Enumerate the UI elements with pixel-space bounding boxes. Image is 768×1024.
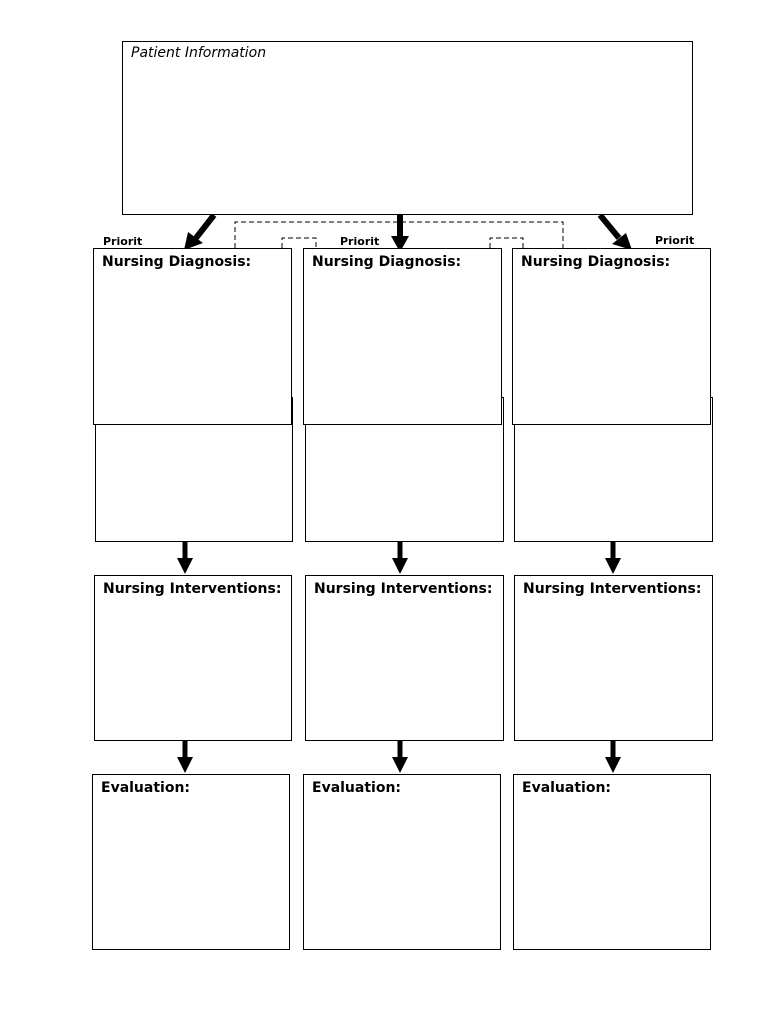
evaluation-box[interactable]: Evaluation: — [513, 774, 711, 950]
nursing-diagnosis-box[interactable]: Nursing Diagnosis: — [93, 248, 292, 425]
nursing-interventions-label: Nursing Interventions: — [103, 581, 282, 597]
evaluation-label: Evaluation: — [312, 780, 402, 796]
evaluation-box[interactable]: Evaluation: — [303, 774, 501, 950]
evaluation-label: Evaluation: — [522, 780, 612, 796]
evaluation-box[interactable]: Evaluation: — [92, 774, 290, 950]
arrow-right — [597, 213, 632, 250]
priority-label-right: Priorit — [655, 234, 695, 247]
dashed-connector — [234, 221, 564, 248]
arrow-down — [177, 542, 193, 574]
nursing-interventions-box[interactable]: Nursing Interventions: — [94, 575, 292, 741]
patient-information-box[interactable]: Patient Information — [122, 41, 693, 215]
nursing-diagnosis-label: Nursing Diagnosis: — [312, 254, 462, 270]
nursing-interventions-box[interactable]: Nursing Interventions: — [514, 575, 713, 741]
nursing-interventions-label: Nursing Interventions: — [523, 581, 702, 597]
arrow-down — [392, 741, 408, 773]
evaluation-label: Evaluation: — [101, 780, 191, 796]
nursing-interventions-box[interactable]: Nursing Interventions: — [305, 575, 504, 741]
nursing-interventions-label: Nursing Interventions: — [314, 581, 493, 597]
arrow-down — [392, 542, 408, 574]
arrow-center — [391, 215, 409, 252]
arrow-left — [184, 213, 217, 250]
nursing-diagnosis-label: Nursing Diagnosis: — [102, 254, 252, 270]
nursing-diagnosis-label: Nursing Diagnosis: — [521, 254, 671, 270]
arrow-down — [177, 741, 193, 773]
priority-label-left: Priorit — [103, 235, 143, 248]
arrow-down — [605, 542, 621, 574]
nursing-diagnosis-box[interactable]: Nursing Diagnosis: — [303, 248, 502, 425]
patient-information-label: Patient Information — [131, 45, 267, 61]
arrow-down — [605, 741, 621, 773]
priority-label-center: Priorit — [340, 235, 380, 248]
nursing-diagnosis-box[interactable]: Nursing Diagnosis: — [512, 248, 711, 425]
